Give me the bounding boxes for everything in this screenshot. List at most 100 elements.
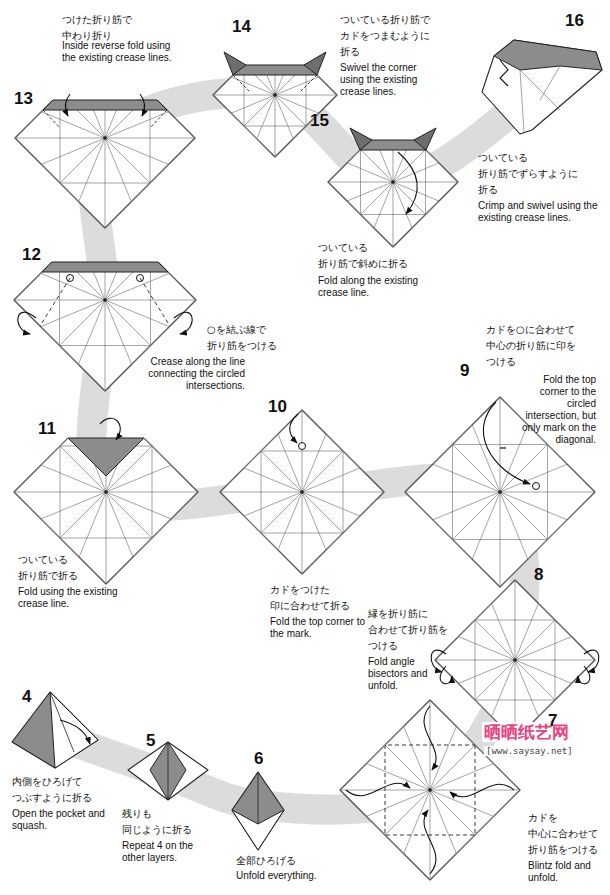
fold-arrow [290, 414, 298, 443]
crease-pattern [213, 33, 337, 157]
crease-pattern [14, 438, 198, 584]
crease-pattern [105, 273, 169, 300]
crease-pattern [220, 410, 384, 574]
instruction-en: Blintz fold and unfold. [528, 860, 604, 884]
crease-pattern [350, 128, 372, 150]
step-number: 8 [534, 566, 543, 583]
folded-model [520, 70, 524, 132]
crease-pattern [41, 300, 105, 327]
watermark: 晒晒纸艺网 [482, 722, 571, 742]
crease-pattern [14, 492, 79, 557]
folded-model [128, 742, 208, 800]
instruction-ja: 残りも 同じように折る [122, 806, 196, 838]
instruction-en: Unfold everything. [236, 870, 346, 882]
crease-pattern [300, 490, 304, 494]
folded-model [232, 772, 284, 850]
crease-pattern [213, 65, 337, 157]
crease-pattern [453, 445, 548, 540]
crease-pattern [233, 75, 250, 92]
crease-pattern [14, 438, 79, 492]
crease-pattern [40, 278, 70, 326]
crease-pattern [433, 397, 500, 464]
folded-model [50, 692, 74, 752]
crease-pattern [278, 434, 302, 492]
step-number: 4 [22, 688, 31, 705]
crease-pattern [60, 492, 106, 538]
crease-pattern [302, 410, 360, 468]
crease-pattern [43, 110, 60, 128]
instruction-ja: カドを○に合わせて 中心の折り筋に印を つける [486, 322, 580, 370]
crease-pattern [224, 52, 246, 75]
crease-pattern [300, 75, 317, 92]
instruction-en: Inside reverse fold using the existing c… [62, 40, 174, 64]
fold-arrow [424, 706, 436, 770]
crease-pattern [428, 788, 432, 792]
folded-model [232, 772, 284, 850]
fold-arrow [65, 94, 70, 116]
crease-pattern [515, 580, 572, 637]
crease-pattern [385, 745, 430, 790]
crease-pattern [430, 745, 475, 790]
crease-pattern [366, 790, 430, 816]
crease-pattern [41, 492, 106, 519]
fold-arrow [174, 312, 192, 334]
fold-arrow [450, 784, 514, 797]
instruction-en: Crimp and swivel using the existing crea… [478, 200, 606, 224]
crease-pattern [103, 298, 107, 302]
crease-pattern [515, 637, 572, 660]
crease-pattern [361, 150, 426, 215]
crease-pattern [475, 620, 555, 700]
folded-model [482, 40, 602, 134]
crease-pattern [261, 451, 343, 533]
crease-pattern [500, 492, 528, 559]
crease-pattern [105, 138, 131, 202]
crease-pattern [458, 580, 515, 637]
crease-pattern [261, 451, 302, 492]
instruction-ja: カドをつけた 印に合わせて折る [270, 582, 354, 614]
instruction-en: Fold along the existing crease line. [318, 275, 448, 299]
instruction-ja: 全部ひろげる [236, 853, 300, 869]
crease-pattern [435, 660, 492, 717]
crease-pattern [42, 262, 168, 272]
fold-arrow [424, 810, 436, 874]
crease-pattern [60, 100, 150, 183]
crease-pattern [515, 660, 538, 717]
crease-pattern [366, 700, 430, 764]
crease-pattern [513, 658, 517, 662]
folded-model [258, 772, 259, 824]
crease-pattern [60, 138, 105, 183]
fold-arrow [483, 402, 530, 484]
folded-model [540, 66, 560, 100]
crease-pattern [475, 620, 515, 660]
instruction-ja: 縁を折り筋に 合わせて折り筋を つける [368, 606, 452, 654]
crease-pattern [14, 400, 198, 584]
crease-pattern [492, 603, 515, 660]
crease-pattern [435, 580, 595, 740]
fold-arrow [60, 720, 90, 744]
step-number: 6 [254, 750, 263, 767]
instruction-ja: つけた折り筋で 中わり折り [62, 12, 136, 44]
crease-pattern [43, 100, 167, 110]
crease-pattern [515, 660, 555, 700]
crease-pattern [393, 150, 426, 183]
crease-pattern [213, 95, 257, 139]
instruction-ja: ついている 折り筋でずらすように 折る [478, 150, 582, 198]
instruction-en: Fold the top corner to the circled inter… [516, 374, 596, 446]
instruction-ja: ついている 折り筋で折る [18, 552, 82, 584]
crease-pattern [302, 468, 360, 492]
crease-pattern [302, 492, 343, 533]
reference-circle [533, 483, 540, 490]
crease-pattern [430, 764, 494, 790]
crease-pattern [361, 150, 394, 183]
crease-pattern [431, 580, 599, 740]
folded-model [494, 40, 602, 70]
instruction-ja: 内側をひろげて つぶすように折る [12, 774, 96, 806]
reference-circle [299, 443, 306, 450]
crease-pattern [361, 182, 394, 215]
crease-pattern [430, 816, 494, 880]
crease-pattern [430, 790, 475, 835]
crease-pattern [385, 745, 475, 835]
crease-pattern [393, 201, 439, 247]
